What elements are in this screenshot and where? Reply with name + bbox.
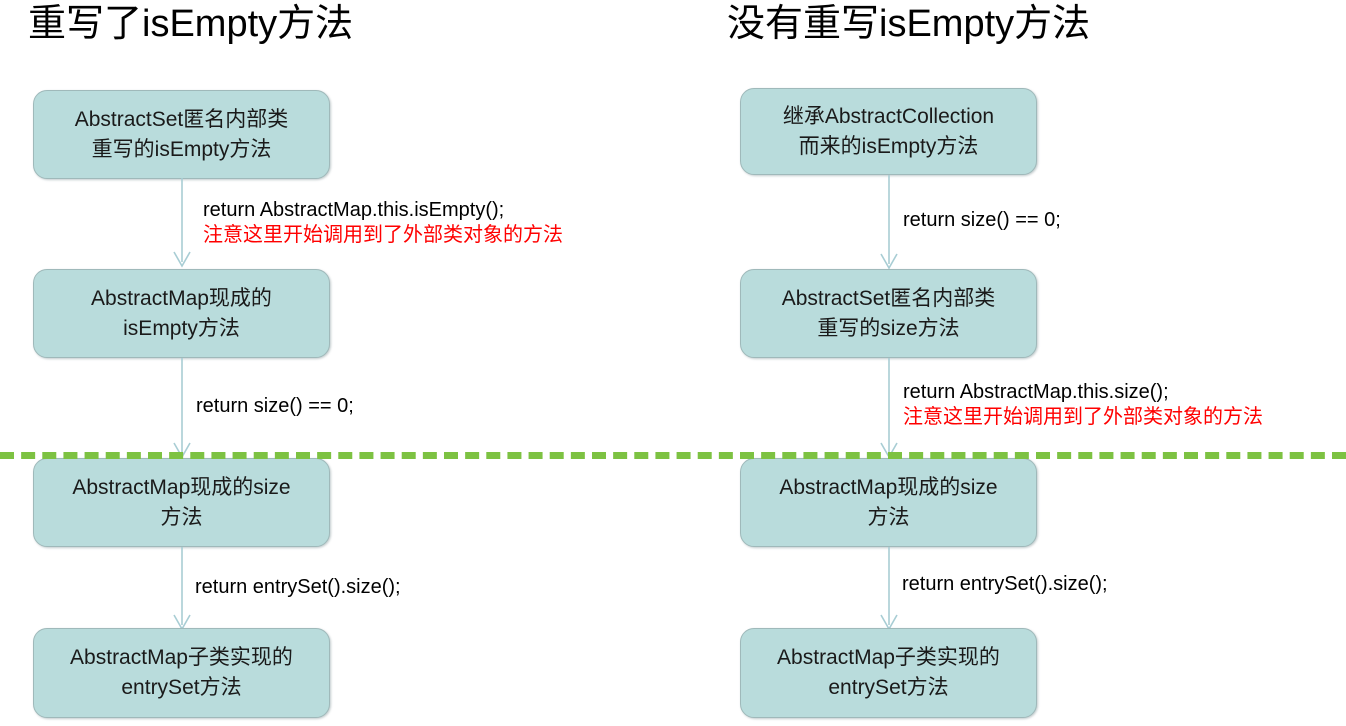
edge-left-1-code: return AbstractMap.this.isEmpty(); bbox=[203, 199, 505, 221]
green-dashed-divider bbox=[0, 452, 1346, 459]
node-right-abstractmap-size[interactable]: AbstractMap现成的size 方法 bbox=[740, 458, 1037, 547]
node-left-abstractmap-size[interactable]: AbstractMap现成的size 方法 bbox=[33, 458, 330, 547]
edge-left-2-code: return size() == 0; bbox=[196, 395, 354, 417]
node-left-abstractmap-isempty[interactable]: AbstractMap现成的 isEmpty方法 bbox=[33, 269, 330, 358]
edge-right-2-code: return AbstractMap.this.size(); bbox=[903, 381, 1169, 403]
edge-right-3-label: return entrySet().size(); bbox=[902, 572, 1108, 597]
edge-right-3-code: return entrySet().size(); bbox=[902, 573, 1108, 595]
edge-right-1-code: return size() == 0; bbox=[903, 209, 1061, 231]
right-column-title: 没有重写isEmpty方法 bbox=[727, 3, 1091, 45]
edge-right-2-label: return AbstractMap.this.size(); 注意这里开始调用… bbox=[903, 380, 1263, 430]
left-column-title: 重写了isEmpty方法 bbox=[28, 3, 354, 45]
edge-left-1-label: return AbstractMap.this.isEmpty(); 注意这里开… bbox=[203, 198, 563, 248]
edge-left-1-warning: 注意这里开始调用到了外部类对象的方法 bbox=[203, 224, 563, 246]
node-right-abstractset-size[interactable]: AbstractSet匿名内部类 重写的size方法 bbox=[740, 269, 1037, 358]
node-right-abstractmap-entryset[interactable]: AbstractMap子类实现的 entrySet方法 bbox=[740, 628, 1037, 718]
node-left-abstractmap-entryset[interactable]: AbstractMap子类实现的 entrySet方法 bbox=[33, 628, 330, 718]
edge-left-2-label: return size() == 0; bbox=[196, 394, 354, 419]
edge-right-2-warning: 注意这里开始调用到了外部类对象的方法 bbox=[903, 406, 1263, 428]
edge-left-3-code: return entrySet().size(); bbox=[195, 576, 401, 598]
edge-left-3-label: return entrySet().size(); bbox=[195, 575, 401, 600]
node-left-abstractset-isempty[interactable]: AbstractSet匿名内部类 重写的isEmpty方法 bbox=[33, 90, 330, 179]
edge-right-1-label: return size() == 0; bbox=[903, 208, 1061, 233]
node-right-abstractcollection-isempty[interactable]: 继承AbstractCollection 而来的isEmpty方法 bbox=[740, 88, 1037, 175]
